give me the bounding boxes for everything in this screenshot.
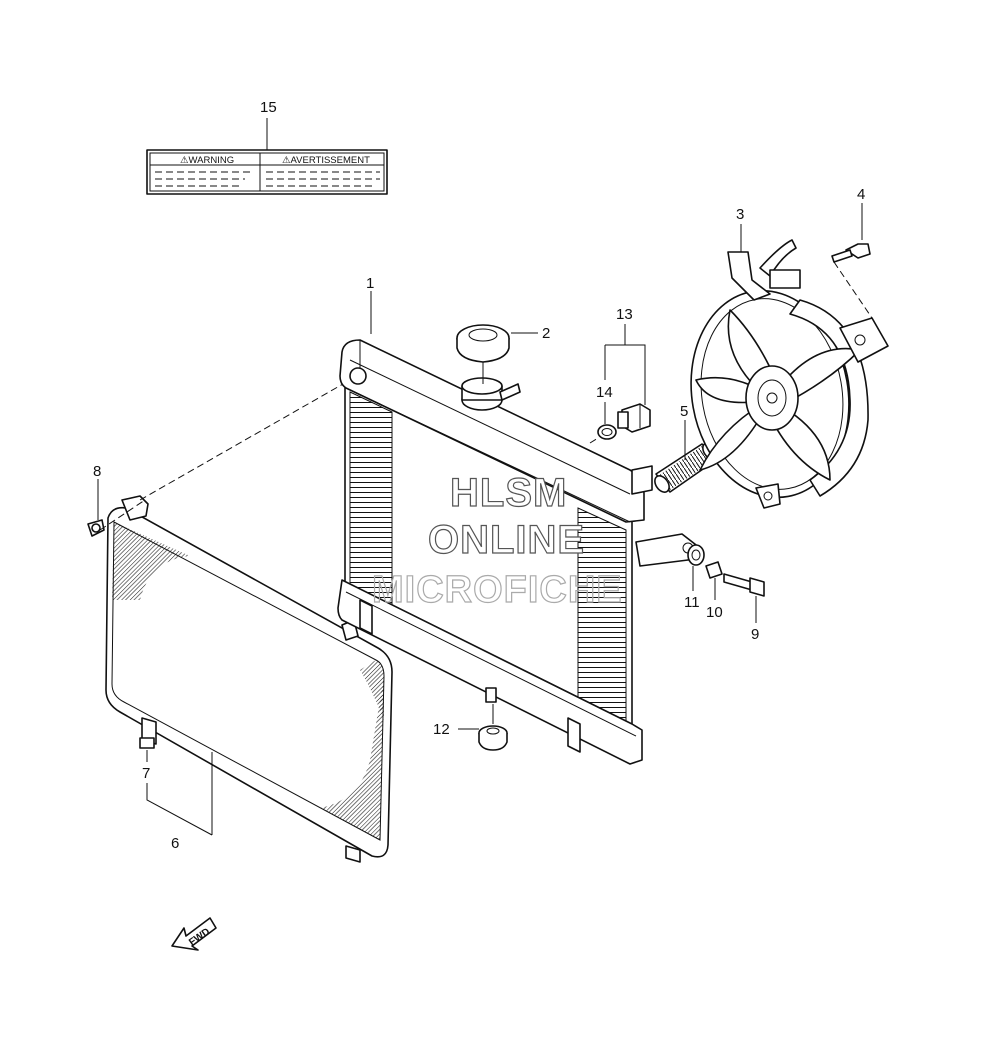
collar-10 (705, 561, 723, 579)
warning-label-left: ⚠WARNING (180, 155, 234, 166)
callout-9: 9 (751, 626, 759, 643)
fwd-arrow-icon: FWD (171, 917, 217, 951)
radiator-cap (456, 324, 510, 363)
callout-3: 3 (736, 206, 744, 223)
cushion-12 (478, 725, 508, 751)
callout-numbers: 15 1 2 3 4 5 6 7 8 9 10 11 12 13 14 (93, 99, 865, 852)
callout-4: 4 (857, 186, 865, 203)
clip-7 (139, 737, 155, 749)
watermark-line-1: HLSM (450, 471, 567, 515)
callout-5: 5 (680, 403, 688, 420)
warning-label: ⚠WARNING ⚠AVERTISSEMENT (146, 149, 388, 195)
callout-14: 14 (596, 384, 613, 401)
bolt-9 (723, 573, 765, 597)
watermark: HLSM ONLINE MICROFICHE (371, 470, 623, 611)
callout-6: 6 (171, 835, 179, 852)
o-ring-14 (597, 424, 617, 440)
callout-13: 13 (616, 306, 633, 323)
grommet-11 (687, 544, 705, 566)
callout-7: 7 (142, 765, 150, 782)
callout-11: 11 (684, 594, 700, 611)
callout-12: 12 (433, 721, 450, 738)
warning-label-right: ⚠AVERTISSEMENT (282, 155, 370, 166)
cooling-fan (690, 239, 889, 509)
radiator (337, 339, 701, 765)
bolt-4 (831, 243, 871, 263)
callout-15: 15 (260, 99, 277, 116)
callout-2: 2 (542, 325, 550, 342)
thermo-switch-13 (617, 403, 651, 433)
callout-1: 1 (366, 275, 374, 292)
watermark-line-3: MICROFICHE (372, 569, 623, 611)
watermark-line-2: ONLINE (428, 518, 585, 562)
callout-10: 10 (706, 604, 723, 621)
screw-8 (87, 519, 105, 537)
callout-8: 8 (93, 463, 101, 480)
